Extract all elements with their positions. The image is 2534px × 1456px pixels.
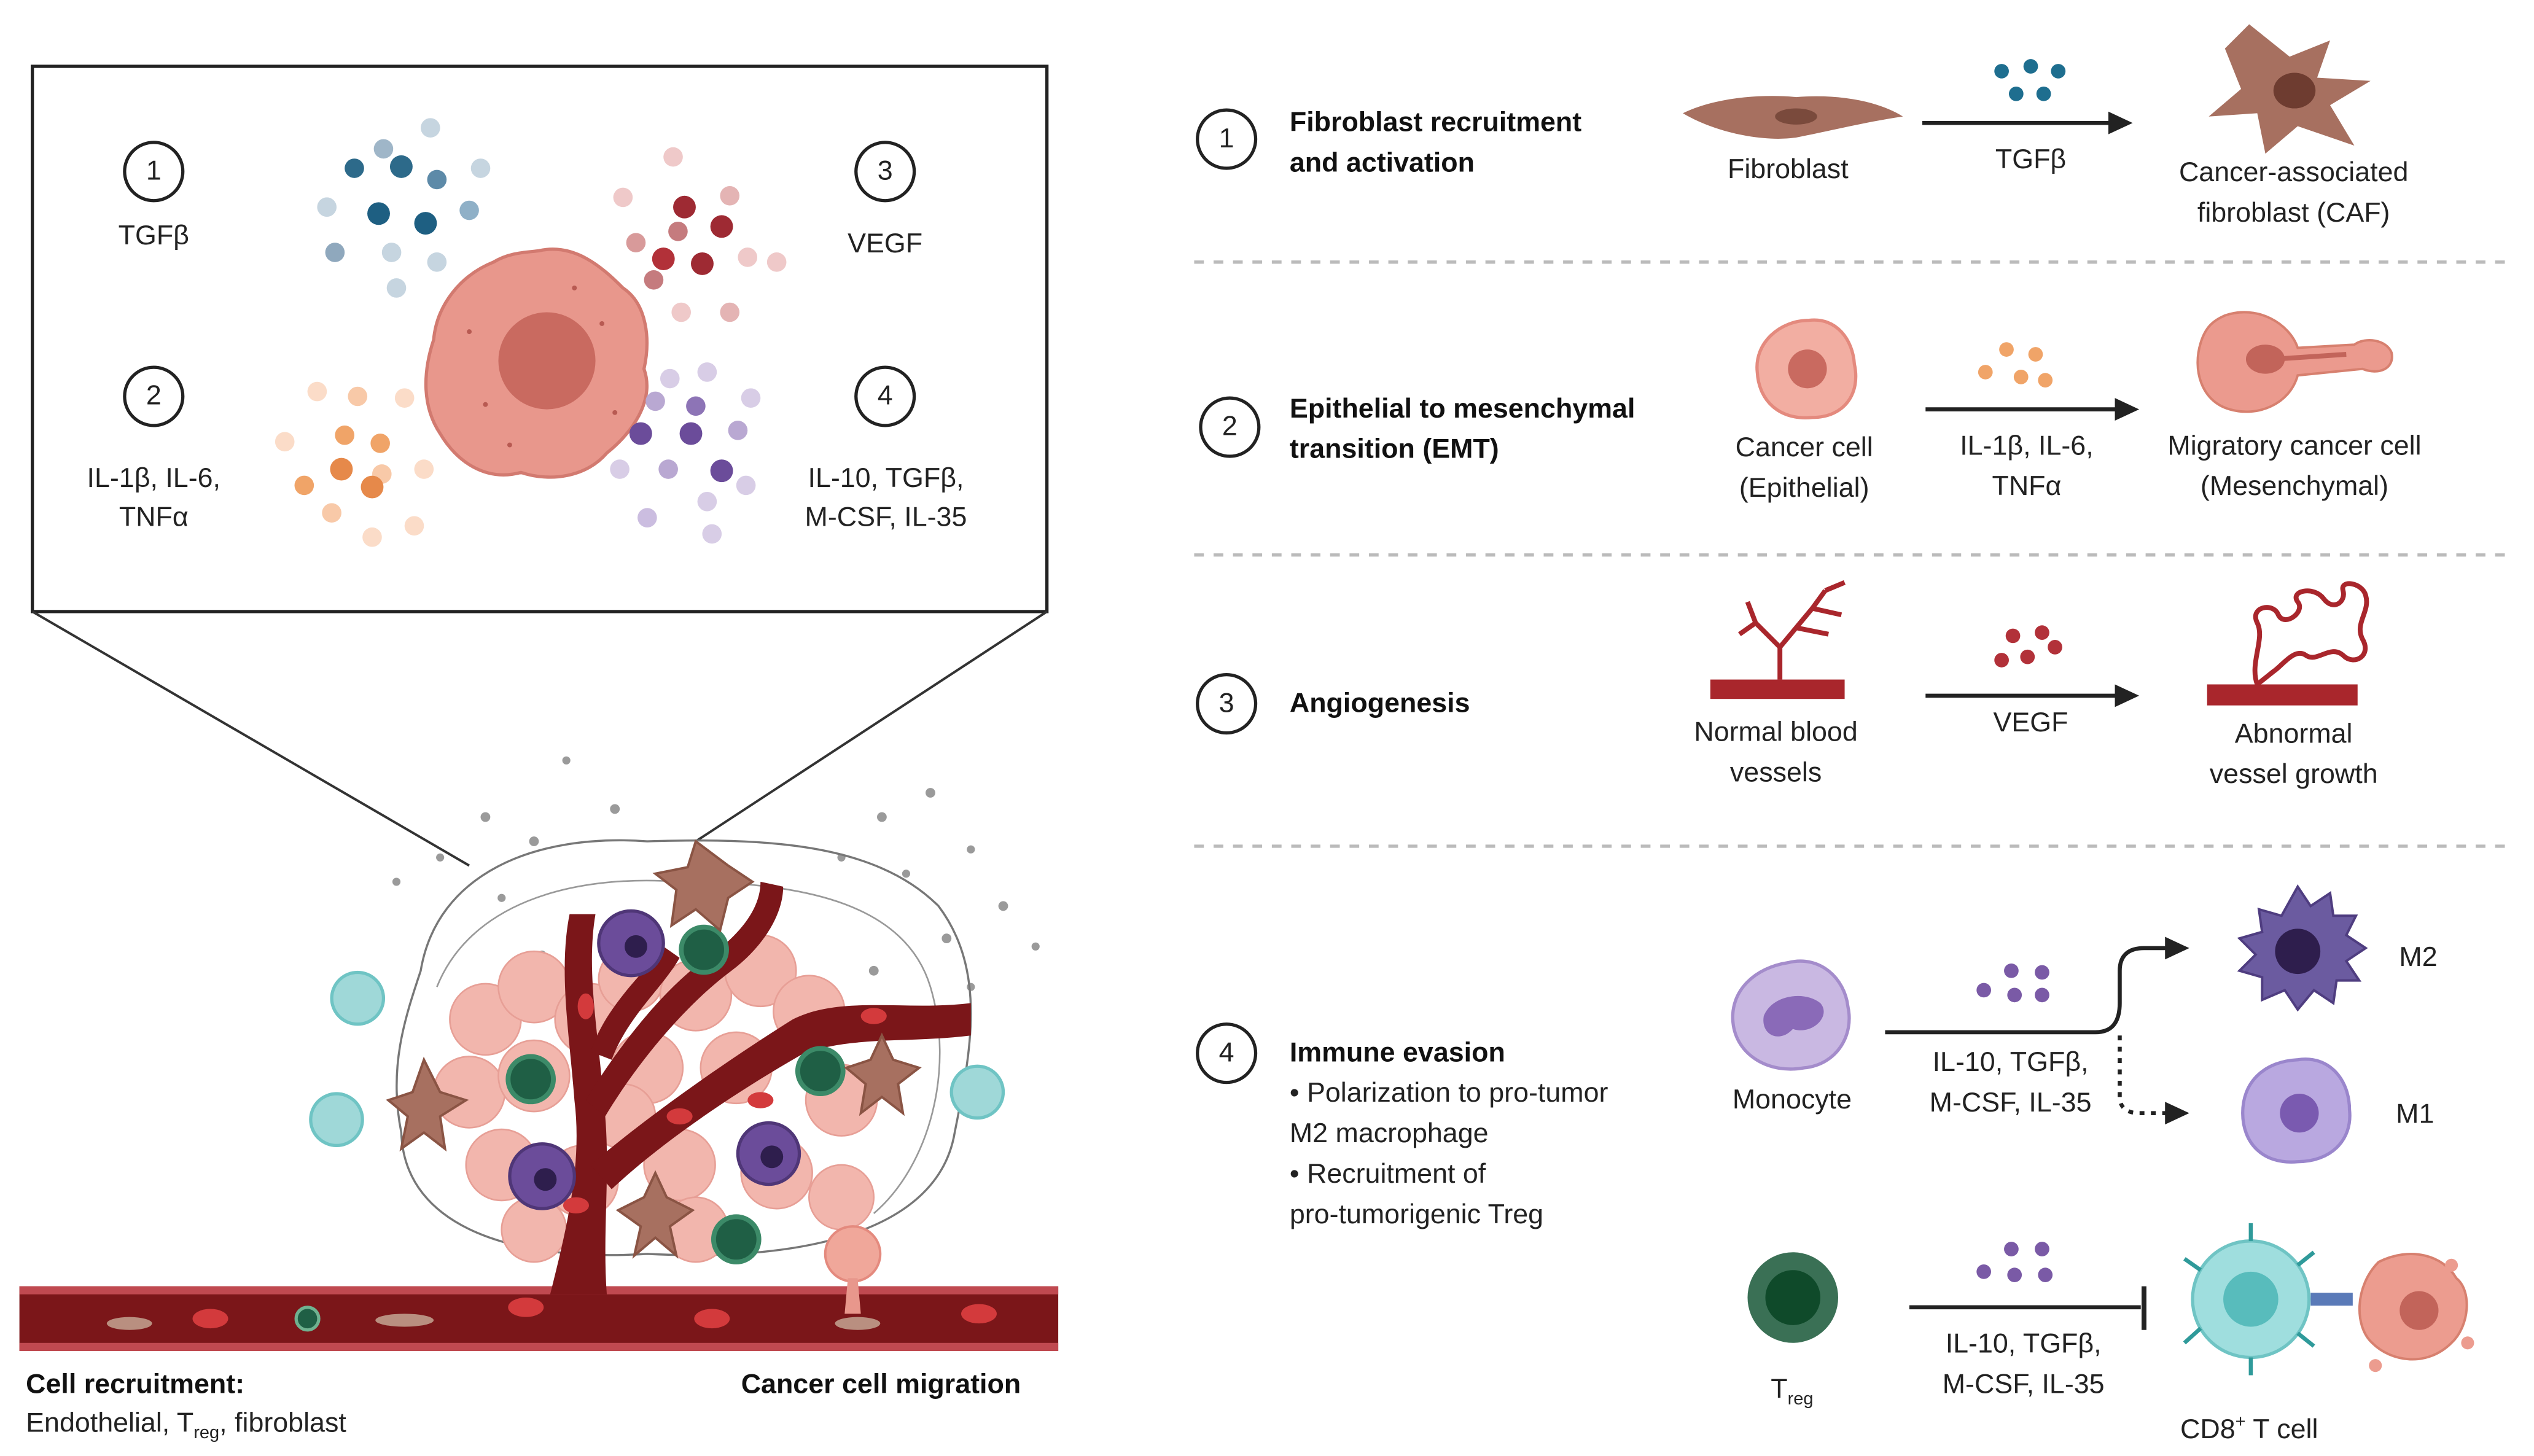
cell-recruitment-sub: reg bbox=[193, 1423, 220, 1444]
inset-badge-1: 1 bbox=[123, 141, 185, 203]
tumor-scene bbox=[19, 756, 1059, 1351]
inset-label-tgfb: TGFβ bbox=[118, 220, 189, 251]
row2-to-line1: Migratory cancer cell bbox=[2167, 430, 2422, 461]
abnormal-vessels bbox=[2207, 581, 2369, 706]
inset-badge-3: 3 bbox=[854, 141, 916, 203]
cell-recruitment-title: Cell recruitment: bbox=[26, 1368, 245, 1400]
monocyte-label: Monocyte bbox=[1732, 1084, 1852, 1115]
inset-purple-dots bbox=[610, 362, 761, 544]
row2-signal-line1: IL-1β, IL-6, bbox=[1960, 430, 2094, 461]
tgfb-dots bbox=[1994, 59, 2066, 101]
tumor-cell-target bbox=[2358, 1253, 2474, 1372]
row2-title-line1: Epithelial to mesenchymal bbox=[1289, 393, 1635, 424]
il-dots bbox=[1978, 342, 2053, 388]
m1-label: M1 bbox=[2396, 1098, 2435, 1130]
treg-cell bbox=[1747, 1252, 1839, 1343]
cancer-migration-title: Cancer cell migration bbox=[741, 1368, 1021, 1400]
cd8-label-prefix: CD8 bbox=[2180, 1414, 2236, 1445]
row2-from-line2: (Epithelial) bbox=[1739, 472, 1869, 504]
il10-dots bbox=[1976, 963, 2049, 1003]
row2-title-line2: transition (EMT) bbox=[1289, 434, 1499, 465]
arrow-m2 bbox=[1885, 946, 2169, 1035]
row3-to-line2: vessel growth bbox=[2209, 758, 2378, 790]
row1-from-label: Fibroblast bbox=[1727, 154, 1849, 185]
arrow-m1 bbox=[2118, 1035, 2169, 1115]
cell-recruitment-prefix: Endothelial, T bbox=[26, 1407, 194, 1439]
row3-from-line1: Normal blood bbox=[1694, 717, 1858, 748]
cd8-t-cell bbox=[2183, 1223, 2353, 1376]
row3-badge: 3 bbox=[1196, 673, 1258, 735]
inset-label-vegf: VEGF bbox=[848, 228, 923, 259]
cell-recruitment-text: Endothelial, Treg, fibroblast bbox=[26, 1406, 346, 1452]
cd8-label-suffix: T cell bbox=[2245, 1414, 2318, 1445]
inset-badge-4: 4 bbox=[854, 365, 916, 427]
row3-from-line2: vessels bbox=[1729, 757, 1822, 788]
row2-from-line1: Cancer cell bbox=[1735, 432, 1873, 463]
inset-label-4-line1: IL-10, TGFβ, bbox=[808, 462, 964, 494]
inset-label-il-line1: IL-1β, IL-6, bbox=[87, 462, 221, 494]
treg-label-sub: reg bbox=[1787, 1390, 1814, 1409]
row4-bullet-1: • Polarization to pro-tumor bbox=[1289, 1077, 1608, 1108]
monocyte-cell bbox=[1731, 959, 1851, 1071]
row3-title: Angiogenesis bbox=[1289, 687, 1470, 718]
row1-title-line2: and activation bbox=[1289, 147, 1475, 178]
row4-signal-line2: M-CSF, IL-35 bbox=[1929, 1087, 2092, 1118]
row2-signal-line2: TNFα bbox=[1992, 470, 2062, 502]
row2-to-line2: (Mesenchymal) bbox=[2200, 470, 2389, 502]
inset-vegf-dots bbox=[613, 147, 787, 322]
cd8-t-cell-label: CD8+ T cell bbox=[2152, 1406, 2346, 1447]
row1-to-line1: Cancer-associated bbox=[2178, 157, 2409, 188]
m1-macrophage bbox=[2241, 1057, 2352, 1164]
m2-macrophage bbox=[2237, 884, 2368, 1012]
row4-title: Immune evasion bbox=[1289, 1037, 1505, 1068]
zoom-line-left bbox=[31, 610, 470, 867]
row4-signal2-line2: M-CSF, IL-35 bbox=[1942, 1368, 2105, 1400]
row4-signal-line1: IL-10, TGFβ, bbox=[1932, 1046, 2089, 1078]
row4-bullet-1-cont: M2 macrophage bbox=[1289, 1118, 1489, 1149]
normal-vessels bbox=[1710, 580, 1846, 699]
m2-label: M2 bbox=[2399, 941, 2438, 973]
inset-label-il-line2: TNFα bbox=[119, 501, 189, 532]
row2-badge: 2 bbox=[1199, 396, 1261, 458]
inset-label-4-line2: M-CSF, IL-35 bbox=[805, 501, 967, 532]
zoom-line-right bbox=[695, 610, 1048, 843]
row1-title-line1: Fibroblast recruitment bbox=[1289, 106, 1582, 138]
row4-badge: 4 bbox=[1196, 1022, 1258, 1084]
separators bbox=[1194, 260, 2508, 848]
inset-cancer-cell bbox=[424, 247, 649, 479]
inset-il-dots bbox=[275, 381, 434, 547]
cell-recruitment-suffix: , fibroblast bbox=[219, 1407, 346, 1439]
inset-tgfb-dots bbox=[317, 118, 491, 298]
row4-signal2-line1: IL-10, TGFβ, bbox=[1945, 1328, 2102, 1360]
row1-badge: 1 bbox=[1196, 108, 1258, 170]
row3-signal-label: VEGF bbox=[1993, 707, 2068, 738]
inset-badge-2: 2 bbox=[123, 365, 185, 427]
treg-label: Treg bbox=[1747, 1372, 1836, 1417]
migratory-cancer-cell bbox=[2196, 311, 2393, 413]
row1-to-line2: fibroblast (CAF) bbox=[2197, 197, 2390, 228]
row3-to-line1: Abnormal bbox=[2234, 718, 2353, 749]
vegf-dots bbox=[1994, 625, 2062, 668]
row4-bullet-2-cont: pro-tumorigenic Treg bbox=[1289, 1199, 1544, 1230]
cd8-label-sup: + bbox=[2235, 1412, 2246, 1432]
treg-label-main: T bbox=[1771, 1373, 1788, 1404]
cancer-cell-epithelial bbox=[1755, 318, 1858, 419]
row1-signal-label: TGFβ bbox=[1995, 144, 2067, 175]
row4-bullet-2: • Recruitment of bbox=[1289, 1158, 1486, 1189]
il10-dots-2 bbox=[1976, 1242, 2053, 1282]
